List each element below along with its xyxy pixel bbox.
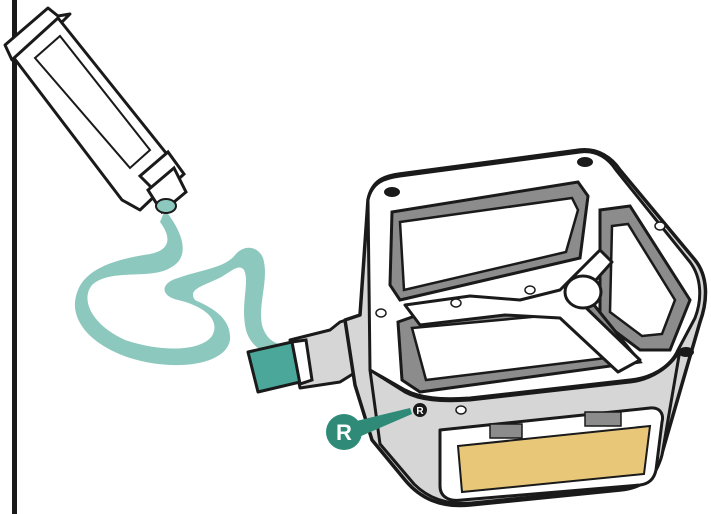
- traction-pin: [376, 309, 386, 317]
- pedal-icon: R: [248, 150, 705, 506]
- left-border-line: [12, 0, 17, 514]
- grease-stream: [75, 210, 300, 365]
- pedal-hole: [384, 187, 400, 197]
- side-marking-text: R: [416, 406, 424, 417]
- traction-pin: [451, 299, 461, 307]
- pedal-hole: [678, 347, 694, 357]
- pedal-hole: [577, 157, 593, 167]
- grease-tube-icon: [5, 8, 186, 213]
- traction-pin: [655, 222, 665, 230]
- pedal-bearing-boss: [565, 276, 601, 308]
- tube-nozzle-opening: [156, 199, 176, 213]
- traction-pin: [456, 406, 466, 414]
- traction-pin: [525, 286, 535, 294]
- pedal-front-notch-right: [585, 412, 621, 426]
- pedal-front-notch-left: [490, 424, 522, 438]
- callout-letter: R: [336, 420, 352, 445]
